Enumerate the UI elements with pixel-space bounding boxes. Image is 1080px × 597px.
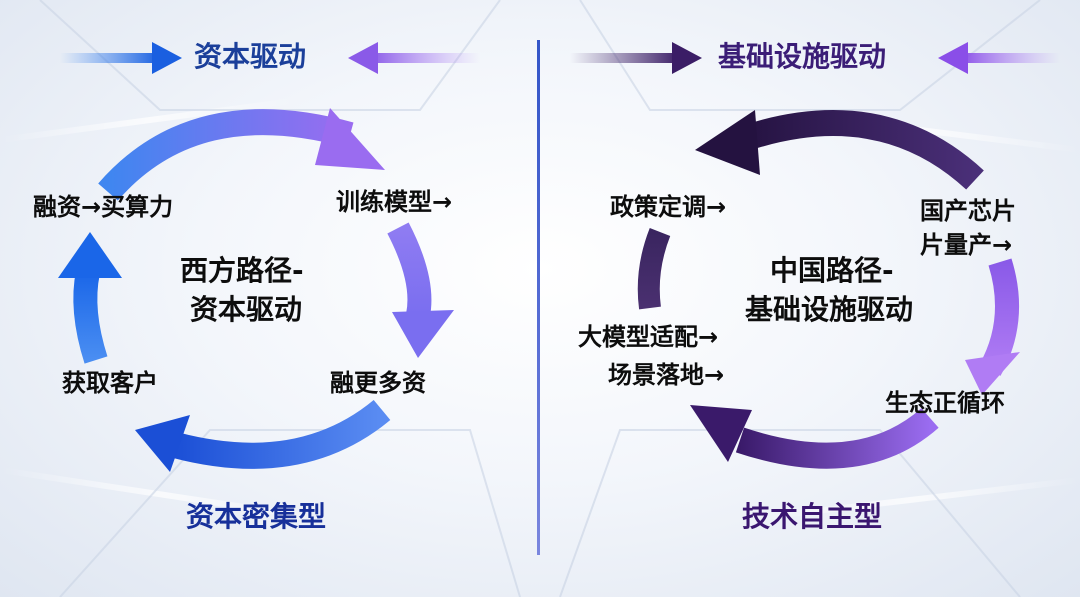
left-cycle-arrow-left	[58, 232, 122, 364]
left-step-financing: 融资→买算力	[33, 193, 174, 221]
right-title-arrow-in-left	[570, 42, 702, 74]
center-divider	[537, 40, 540, 555]
right-cycle-arrow-bottom	[690, 405, 939, 469]
left-title-arrow-in-left	[60, 42, 182, 74]
right-center-line1: 中国路径-	[770, 254, 894, 287]
right-title-arrow-in-right	[938, 42, 1060, 74]
right-step-ecosystem: 生态正循环	[885, 389, 1005, 417]
left-center-line2: 资本驱动	[190, 293, 303, 326]
right-cycle-arrow-left	[637, 227, 671, 310]
left-step-train-model: 训练模型→	[336, 188, 453, 216]
left-cycle-arrow-bottom	[135, 399, 391, 472]
left-cycle-arrow-top	[98, 108, 385, 201]
right-center-line2: 基础设施驱动	[745, 293, 914, 326]
left-title: 资本驱动	[194, 40, 307, 73]
left-step-more-funding: 融更多资	[330, 369, 426, 397]
left-center-line1: 西方路径-	[180, 254, 304, 287]
left-step-customers: 获取客户	[62, 369, 158, 397]
right-step-chip-line2: 片量产→	[920, 231, 1013, 259]
left-bottom-label: 资本密集型	[186, 500, 327, 533]
right-step-chip-line1: 国产芯片	[920, 197, 1016, 225]
right-cycle-arrow-right	[965, 258, 1020, 395]
right-step-policy: 政策定调→	[610, 193, 727, 221]
right-title: 基础设施驱动	[718, 40, 887, 73]
right-cycle-arrow-top	[695, 110, 984, 190]
right-step-model-line2: 场景落地→	[608, 361, 725, 389]
right-step-model-line1: 大模型适配→	[578, 323, 719, 351]
left-cycle-arrow-right	[387, 222, 454, 358]
left-title-arrow-in-right	[348, 42, 480, 74]
right-bottom-label: 技术自主型	[742, 500, 883, 533]
